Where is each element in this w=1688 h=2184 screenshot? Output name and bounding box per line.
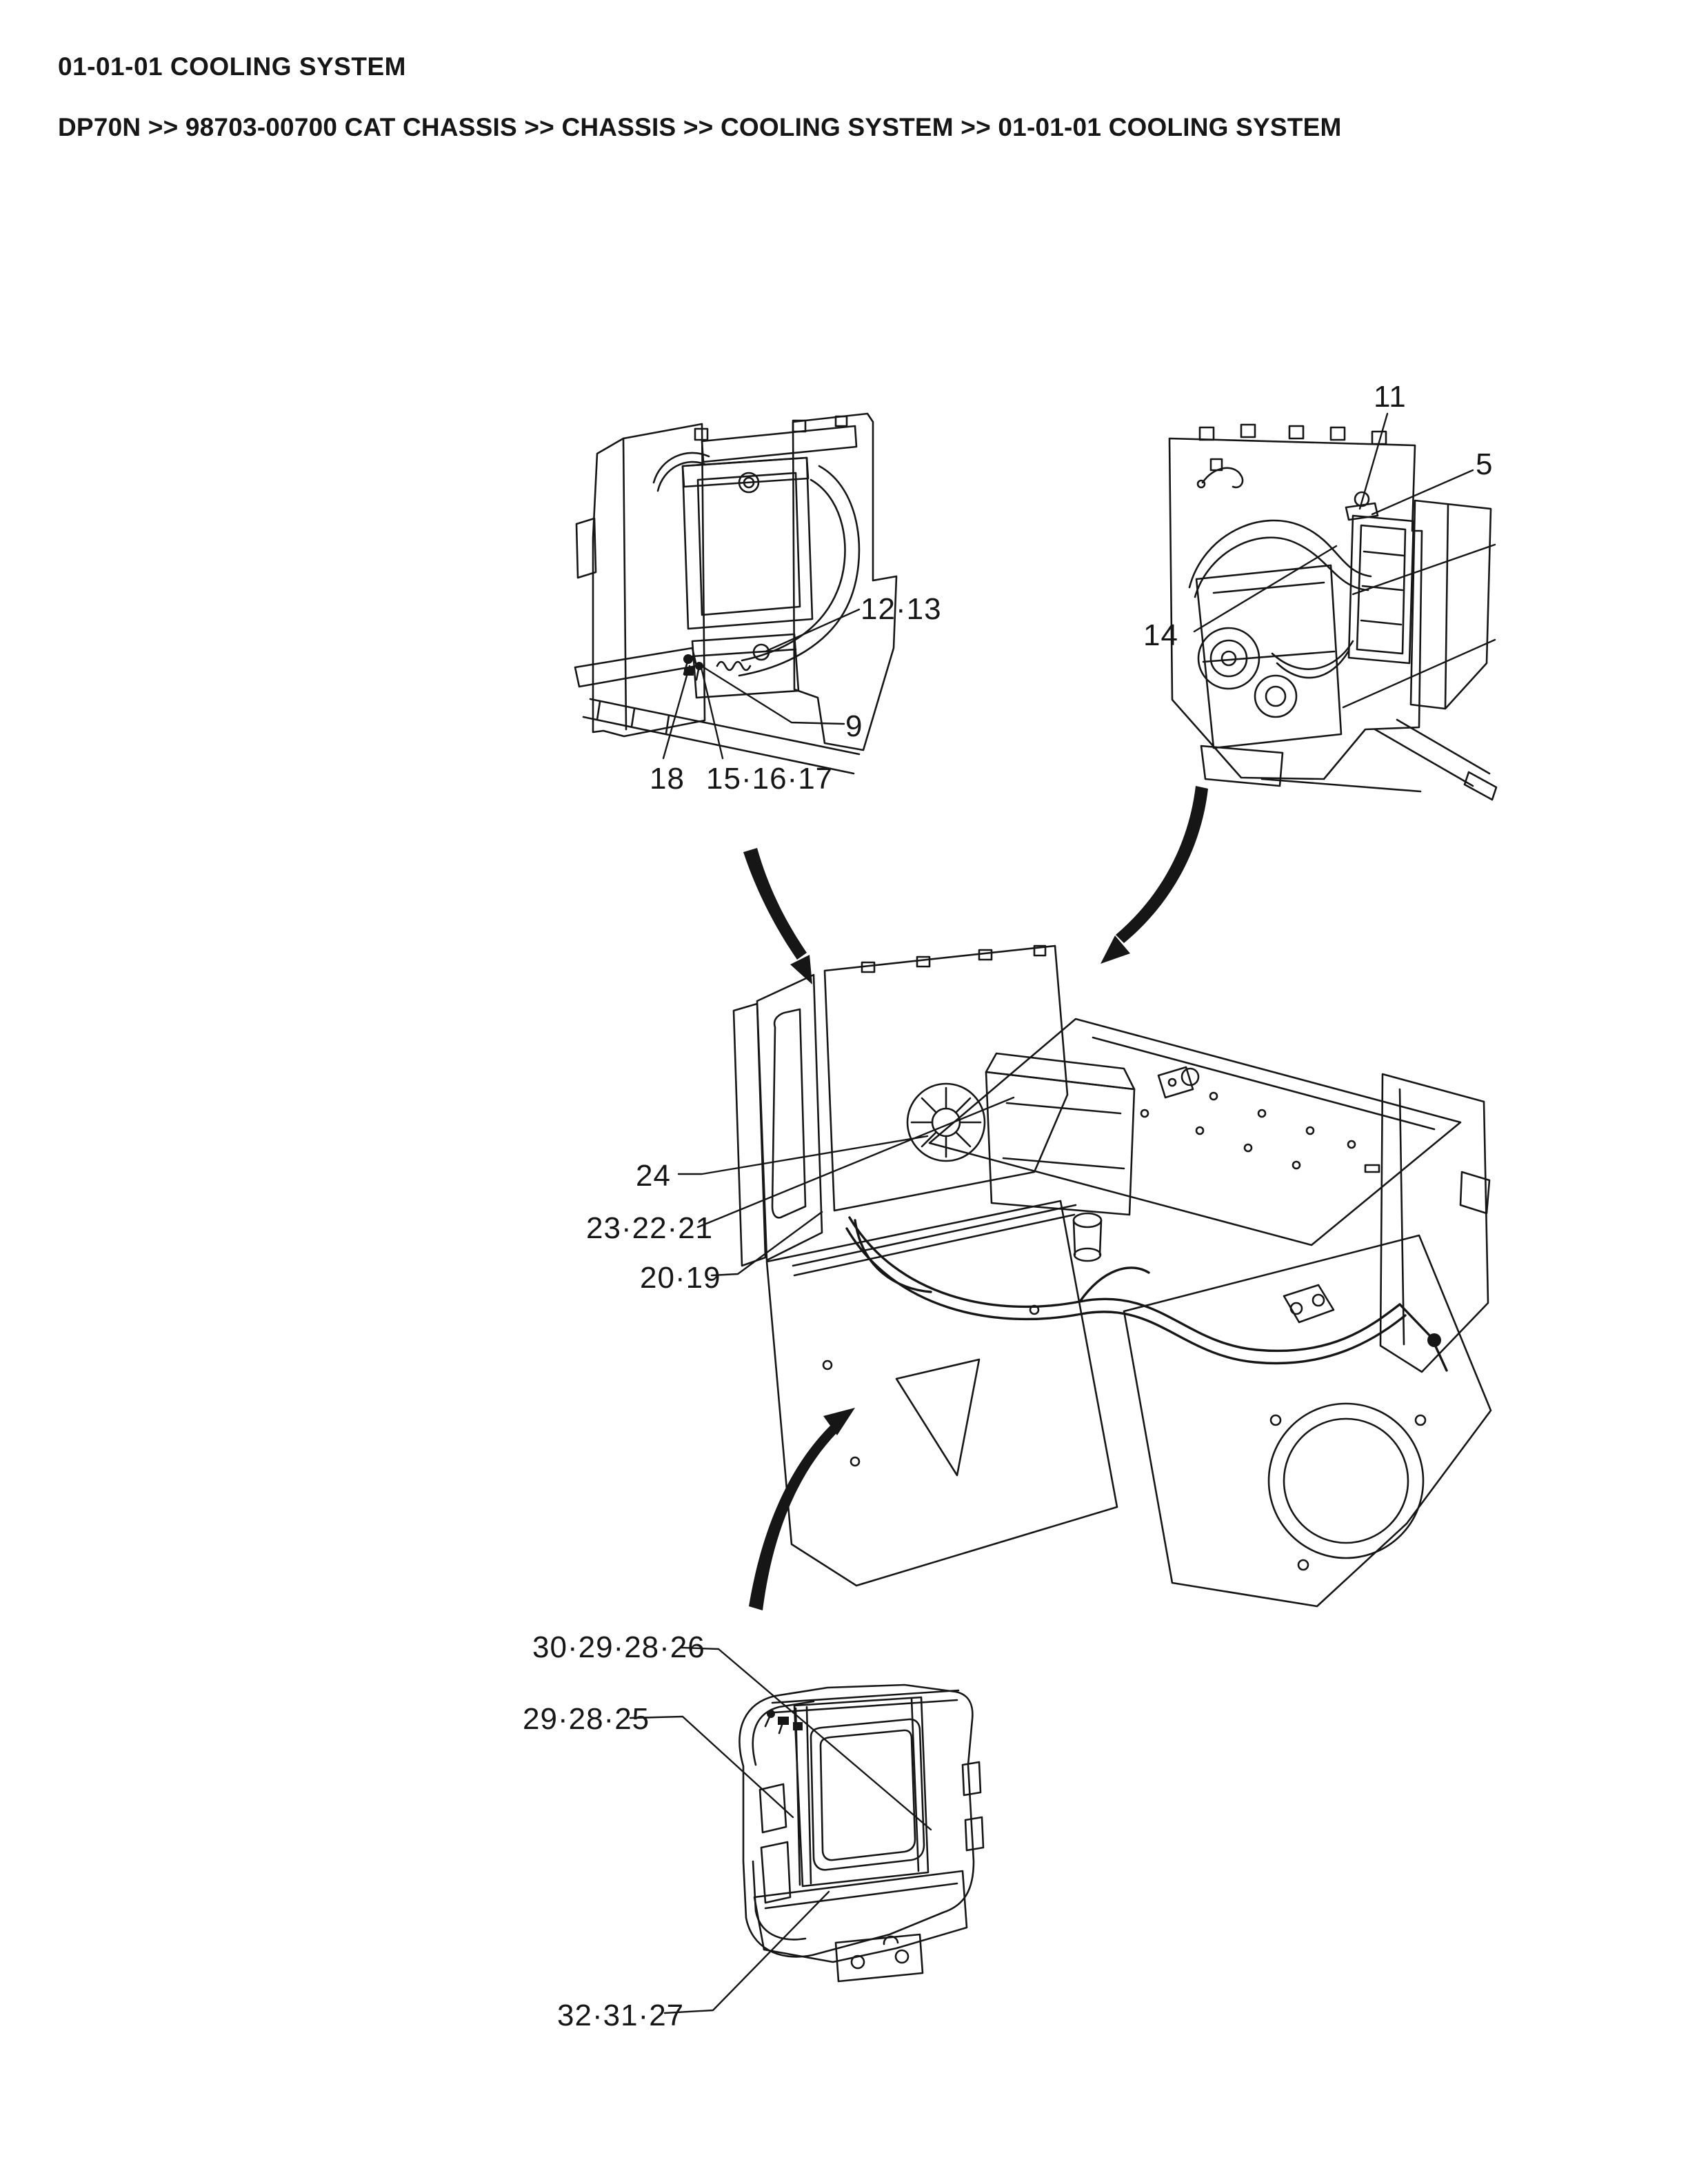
breadcrumb-segment-cooling-system[interactable]: COOLING SYSTEM (720, 113, 954, 141)
view-chassis-overview (677, 944, 1492, 1608)
leader-lines-chassis-overview (677, 1096, 1015, 1277)
callout-18: 18 (650, 762, 685, 796)
breadcrumb-separator: >> (676, 113, 721, 141)
callout-30-29-28-26: 30·29·28·26 (532, 1630, 705, 1664)
flow-arrow-top-right-icon (1101, 786, 1208, 964)
callout-15-16-17: 15·16·17 (706, 762, 834, 796)
callout-9: 9 (845, 709, 863, 743)
breadcrumb: DP70N >> 98703-00700 CAT CHASSIS >> CHAS… (58, 113, 1341, 142)
callout-14: 14 (1143, 618, 1178, 652)
breadcrumb-segment-section[interactable]: 01-01-01 COOLING SYSTEM (998, 113, 1342, 141)
view-radiator-mount (574, 412, 898, 775)
view-engine-side (1168, 412, 1498, 801)
leader-lines-engine-side (1193, 412, 1496, 709)
callout-20-19: 20·19 (640, 1261, 721, 1295)
breadcrumb-separator: >> (516, 113, 562, 141)
callout-24: 24 (636, 1159, 671, 1193)
page-title: 01-01-01 COOLING SYSTEM (58, 52, 406, 81)
breadcrumb-segment-chassis-code[interactable]: 98703-00700 CAT CHASSIS (185, 113, 517, 141)
breadcrumb-segment-chassis[interactable]: CHASSIS (561, 113, 676, 141)
breadcrumb-segment-model[interactable]: DP70N (58, 113, 141, 141)
callout-12-13: 12·13 (861, 592, 942, 626)
callout-23-22-21: 23·22·21 (586, 1211, 714, 1245)
callout-11: 11 (1374, 380, 1407, 414)
flow-arrow-top-left-icon (743, 848, 812, 984)
leader-lines-fan-shroud (629, 1646, 932, 2014)
callout-32-31-27: 32·31·27 (557, 1999, 685, 2032)
breadcrumb-separator: >> (953, 113, 998, 141)
flow-arrow-bottom-icon (749, 1408, 855, 1610)
callout-29-28-25: 29·28·25 (523, 1702, 650, 1736)
leader-lines-radiator-mount (662, 608, 861, 760)
view-fan-shroud (629, 1646, 985, 2014)
breadcrumb-separator: >> (141, 113, 185, 141)
callout-5: 5 (1476, 447, 1494, 481)
